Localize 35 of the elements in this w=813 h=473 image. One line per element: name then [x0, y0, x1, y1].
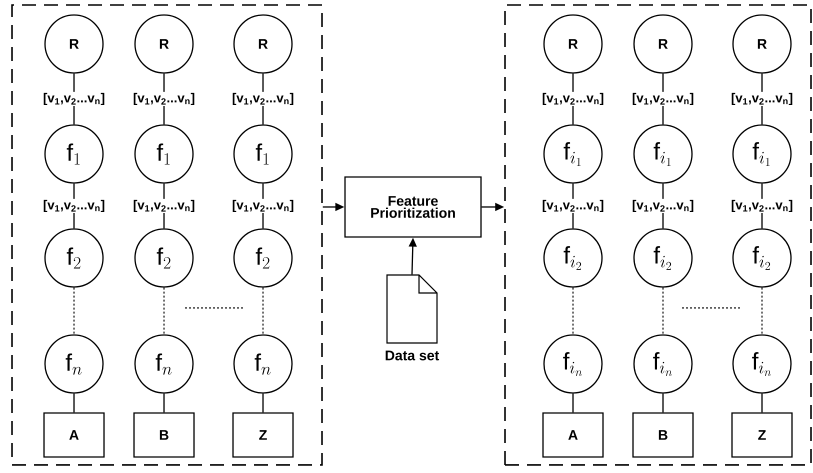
connector: [163, 394, 165, 412]
node-label: Data set: [386, 350, 440, 360]
connector: [73, 288, 75, 334]
data-document: Data set: [386, 274, 440, 360]
connector: [572, 394, 574, 412]
edge-label: [v$_{1}$,v$_{2}$...v$_{n}$]: [42, 92, 106, 106]
dashed-group-box: [504, 4, 812, 466]
class-box: B: [632, 412, 694, 458]
class-box: Z: [232, 412, 294, 458]
connector: [262, 288, 264, 334]
edge-label: [v$_{1}$,v$_{2}$...v$_{n}$]: [541, 92, 605, 106]
connector: [572, 288, 574, 334]
edge-label: [v$_{1}$,v$_{2}$...v$_{n}$]: [132, 198, 196, 214]
connector: [761, 288, 763, 334]
edge-label: [v$_{1}$,v$_{2}$...v$_{n}$]: [231, 198, 295, 214]
edge-label: [v$_{1}$,v$_{2}$...v$_{n}$]: [730, 198, 794, 214]
class-box: A: [542, 412, 604, 458]
edge-label: [v$_{1}$,v$_{2}$...v$_{n}$]: [730, 92, 794, 106]
connector: [662, 288, 664, 334]
edge-label: [v$_{1}$,v$_{2}$...v$_{n}$]: [631, 92, 695, 106]
connector: [73, 394, 75, 412]
connector: [262, 394, 264, 412]
connector: [662, 394, 664, 412]
edge-label: [v$_{1}$,v$_{2}$...v$_{n}$]: [231, 92, 295, 106]
connector: [163, 288, 165, 334]
process-box: Feature Prioritization: [344, 176, 482, 238]
class-box: Z: [731, 412, 793, 458]
class-box: A: [43, 412, 105, 458]
edge-label: [v$_{1}$,v$_{2}$...v$_{n}$]: [631, 198, 695, 214]
connector: [761, 394, 763, 412]
edge-label: [v$_{1}$,v$_{2}$...v$_{n}$]: [541, 198, 605, 214]
edge-label: [v$_{1}$,v$_{2}$...v$_{n}$]: [42, 198, 106, 214]
edge-label: [v$_{1}$,v$_{2}$...v$_{n}$]: [132, 92, 196, 106]
class-box: B: [133, 412, 195, 458]
dashed-group-box: [11, 4, 323, 466]
